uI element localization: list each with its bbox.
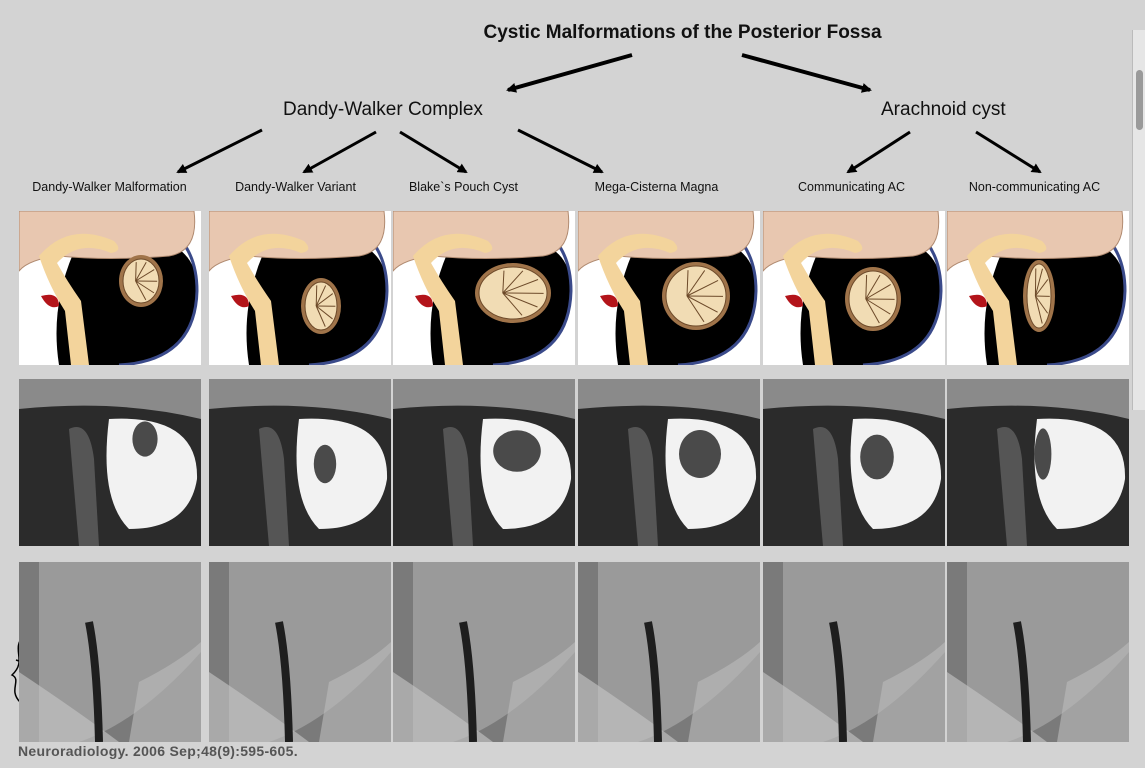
illustration-panel-blakes-pouch-cyst [393,211,575,365]
illustration-panel-dandy-walker-variant [209,211,391,365]
phase-contrast-mri-panel-non-communicating-ac [947,562,1129,742]
arrows-layer [176,53,1042,174]
phase-contrast-mri-panel-dandy-walker-variant [209,562,391,742]
illustration-panel-mega-cisterna-magna [578,211,760,365]
phase-contrast-mri-panel-communicating-ac [763,562,945,742]
t2-mri-panel-dandy-walker-malformation [19,379,201,546]
illustration-panel-communicating-ac [763,211,945,365]
arrow-ac-to-col5 [846,130,911,174]
t2-mri-panel-mega-cisterna-magna [578,379,760,546]
arrow-dw-to-col3 [399,130,468,174]
phase-contrast-mri-panel-dandy-walker-malformation [19,562,201,742]
column-label-dandy-walker-malformation: Dandy-Walker Malformation [32,180,187,194]
illustration-panel-non-communicating-ac [947,211,1129,365]
column-label-non-communicating-ac: Non-communicating AC [968,180,1101,194]
column-label-dandy-walker-variant: Dandy-Walker Variant [235,180,356,194]
group-label-dandy-walker: Dandy-Walker Complex [283,99,483,120]
phase-contrast-mri-panel-blakes-pouch-cyst [393,562,575,742]
scrollbar-thumb[interactable] [1136,70,1143,130]
arrow-dw-to-col1 [176,128,263,174]
t2-mri-panel-communicating-ac [763,379,945,546]
arrow-dw-to-col2 [302,130,377,174]
arrow-dw-to-col4 [517,128,604,174]
arrow-title-to-ac [741,53,872,93]
column-label-blakes-pouch-cyst: Blake`s Pouch Cyst [408,180,519,194]
column-label-mega-cisterna-magna: Mega-Cisterna Magna [594,180,719,194]
arrow-title-to-dw [506,53,633,93]
page-title: Cystic Malformations of the Posterior Fo… [483,22,882,43]
t2-mri-panel-dandy-walker-variant [209,379,391,546]
t2-mri-panel-non-communicating-ac [947,379,1129,546]
group-label-arachnoid: Arachnoid cyst [881,99,1006,120]
arrow-ac-to-col6 [975,130,1042,174]
t2-mri-panel-blakes-pouch-cyst [393,379,575,546]
column-label-communicating-ac: Communicating AC [798,180,905,194]
citation-text: Neuroradiology. 2006 Sep;48(9):595-605. [18,743,298,759]
phase-contrast-mri-panel-mega-cisterna-magna [578,562,760,742]
illustration-panel-dandy-walker-malformation [19,211,201,365]
